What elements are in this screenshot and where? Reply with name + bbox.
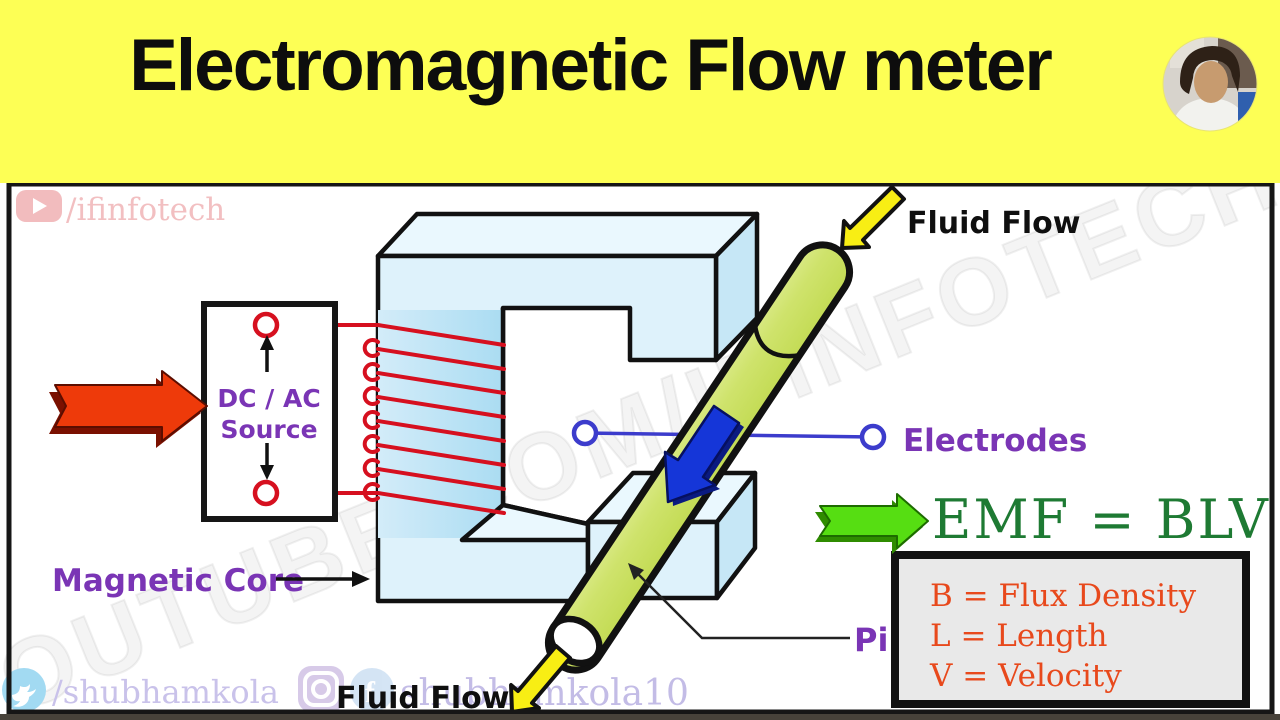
terminal-top — [252, 311, 280, 339]
source-terminals — [252, 311, 280, 507]
magnetic-core-arrow — [276, 571, 370, 587]
emf-equation: EMF = BLV — [932, 488, 1270, 551]
terminal-bottom — [252, 479, 280, 507]
emf-arrow-body — [819, 493, 929, 549]
flow-direction-arrow — [663, 404, 744, 506]
pipe-pointer-arrowhead — [628, 563, 644, 580]
power-arrow-body — [54, 370, 208, 442]
electrodes-label: Electrodes — [903, 423, 1087, 459]
fluid-flow-top-arrow — [840, 185, 906, 250]
twitter-handle: /shubhamkola — [52, 673, 279, 711]
page-title: Electromagnetic Flow meter — [129, 25, 1053, 106]
source-box: DC / AC Source — [201, 301, 338, 522]
source-label-line1: DC / AC — [217, 384, 320, 413]
youtube-watermark: /ifinfotech — [16, 190, 225, 228]
facebook-icon: f — [350, 668, 394, 712]
legend-box: B = Flux Density L = Length V = Velocity — [891, 551, 1250, 708]
channel-avatar — [1162, 36, 1258, 132]
legend-line-v: V = Velocity — [929, 658, 1122, 694]
polarity-arrows — [260, 335, 274, 480]
youtube-icon — [16, 190, 62, 222]
pole-right-face — [714, 470, 758, 601]
magnetic-core-label: Magnetic Core — [52, 563, 304, 599]
diagram-frame — [6, 181, 1275, 715]
bottom-strip — [0, 714, 1280, 720]
source-label-line2: Source — [220, 415, 317, 444]
flow-arrow-body — [663, 404, 741, 504]
fluid-flow-bottom-arrow — [509, 644, 572, 714]
electrode-circle-left — [571, 419, 599, 447]
youtube-handle: /ifinfotech — [66, 192, 225, 228]
svg-text:f: f — [365, 676, 376, 709]
legend-line-l: L = Length — [930, 618, 1107, 654]
magnetic-core — [375, 211, 760, 604]
fluid-flow-top-label: Fluid Flow — [907, 206, 1080, 241]
core-top-face — [375, 211, 760, 259]
instagram-icon — [298, 666, 344, 712]
legend-line-b: B = Flux Density — [930, 578, 1197, 614]
electrode-circle-right — [859, 423, 887, 451]
title-banner: Electromagnetic Flow meter — [0, 0, 1280, 183]
pipe-joint-arc — [752, 324, 802, 359]
emf-arrow — [815, 493, 929, 554]
pipe-pointer — [628, 563, 850, 640]
twitter-watermark: /shubhamkola — [2, 668, 279, 712]
power-input-arrow — [49, 370, 208, 448]
